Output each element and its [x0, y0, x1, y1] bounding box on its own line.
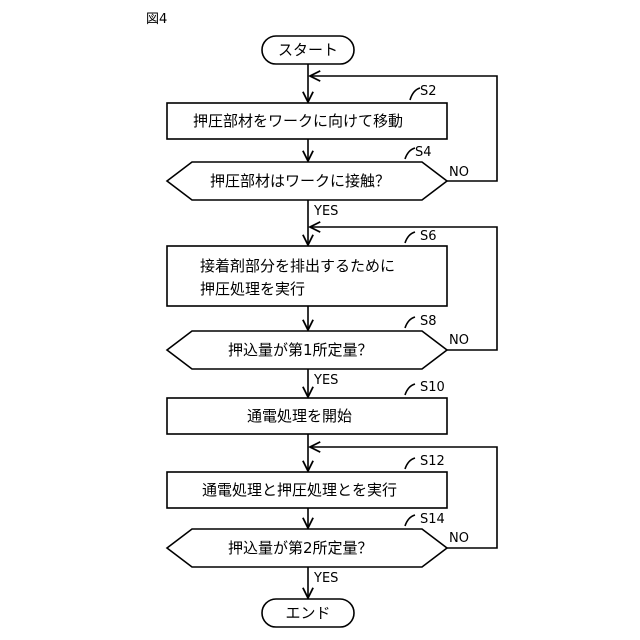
step-label-s4: S4	[415, 145, 432, 160]
step-leader-s14	[405, 515, 415, 526]
figure-label: 図4	[146, 12, 167, 27]
decision-s4-text: 押圧部材はワークに接触？	[210, 172, 390, 190]
process-s6-text-line2: 押圧処理を実行	[200, 280, 305, 298]
step-leader-s8	[405, 317, 415, 328]
end-text: エンド	[285, 604, 330, 622]
step-label-s8: S8	[420, 314, 437, 329]
step-label-s6: S6	[420, 229, 437, 244]
start-text: スタート	[278, 41, 338, 59]
process-s10-text: 通電処理を開始	[247, 407, 352, 425]
step-leader-s2	[410, 88, 420, 100]
decision-s8-text: 押込量が第1所定量？	[228, 341, 373, 359]
yes-label-s14: YES	[313, 571, 338, 586]
yes-label-s4: YES	[313, 204, 338, 219]
no-label-s4: NO	[449, 165, 469, 180]
step-label-s2: S2	[420, 84, 437, 99]
step-leader-s12	[405, 458, 415, 469]
step-leader-s6	[405, 232, 415, 243]
decision-s14-text: 押込量が第2所定量？	[228, 539, 373, 557]
no-label-s8: NO	[449, 333, 469, 348]
process-s2-text: 押圧部材をワークに向けて移動	[193, 112, 403, 130]
step-leader-s4	[405, 148, 415, 159]
step-label-s14: S14	[420, 512, 445, 527]
step-label-s10: S10	[420, 380, 445, 395]
no-label-s14: NO	[449, 531, 469, 546]
yes-label-s8: YES	[313, 373, 338, 388]
process-s12-text: 通電処理と押圧処理とを実行	[202, 481, 397, 499]
step-label-s12: S12	[420, 454, 445, 469]
step-leader-s10	[405, 384, 415, 395]
process-s6-text-line1: 接着剤部分を排出するために	[200, 257, 395, 275]
